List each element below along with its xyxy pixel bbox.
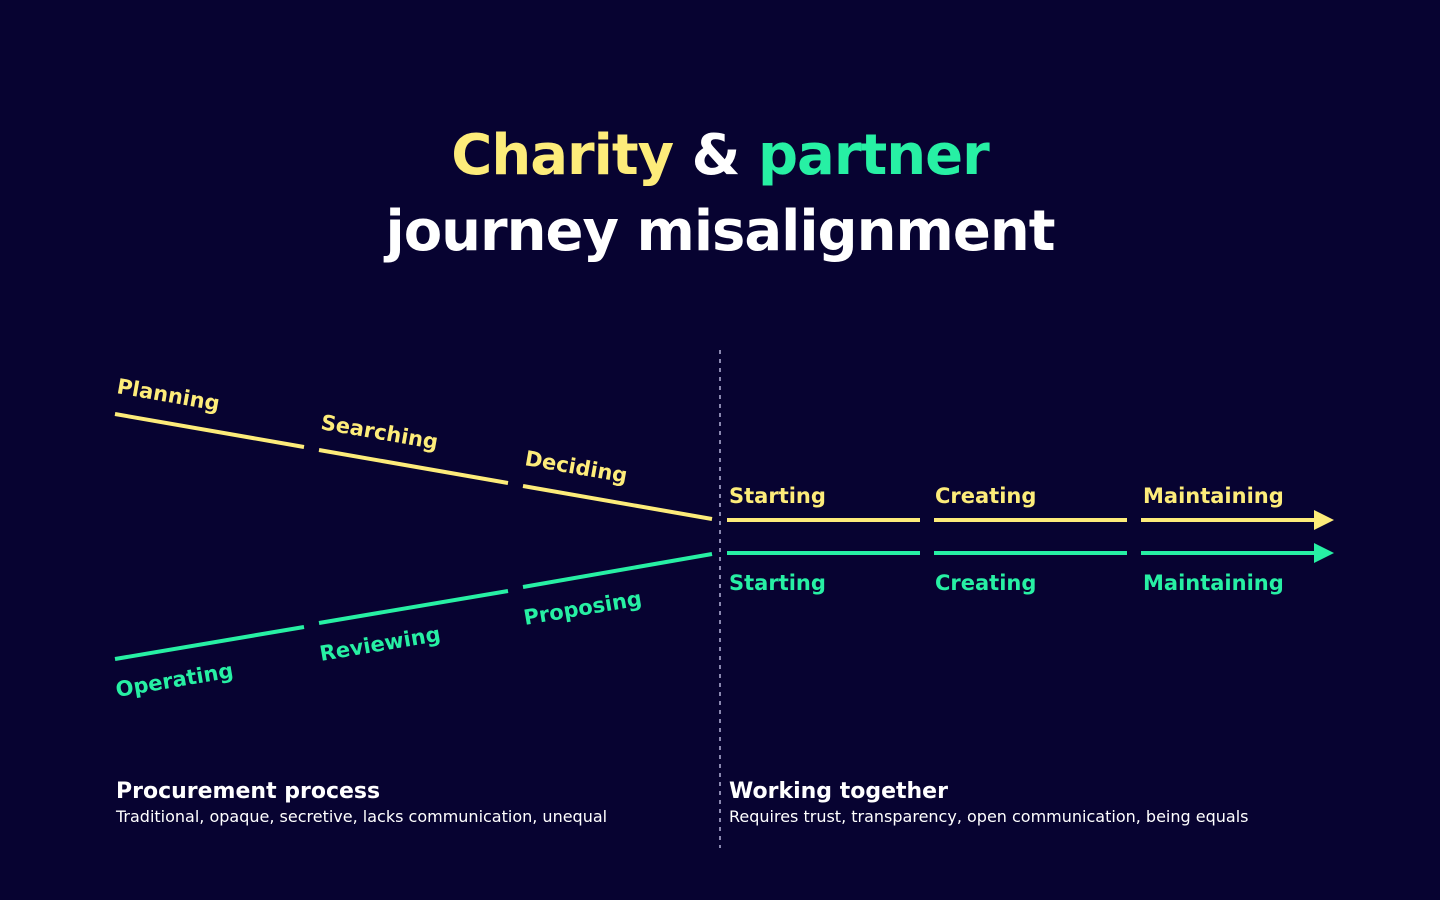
partner-stage-creating: Creating (935, 571, 1036, 595)
title-line-1: Charity & partner (0, 118, 1440, 194)
partner-segment-proposing (522, 552, 713, 589)
title-ampersand: & (691, 123, 741, 188)
charity-stage-maintaining: Maintaining (1143, 484, 1284, 508)
procurement-section: Procurement process Traditional, opaque,… (116, 778, 706, 828)
title-charity-word: Charity (451, 123, 674, 188)
partner-stage-maintaining: Maintaining (1143, 571, 1284, 595)
working-together-section: Working together Requires trust, transpa… (729, 778, 1369, 828)
title-partner-word: partner (757, 123, 990, 188)
page-title: Charity & partner journey misalignment (0, 118, 1440, 270)
working-together-heading: Working together (729, 779, 948, 804)
title-line-2: journey misalignment (385, 199, 1056, 264)
partner-stage-starting: Starting (729, 571, 826, 595)
partner-stage-proposing: Proposing (522, 586, 644, 630)
charity-arrow-head (1314, 510, 1334, 530)
partner-stage-reviewing: Reviewing (318, 622, 442, 666)
charity-stage-planning: Planning (115, 374, 221, 415)
partner-segment-reviewing (318, 589, 509, 625)
charity-stage-creating: Creating (935, 484, 1036, 508)
charity-stage-searching: Searching (319, 410, 440, 454)
procurement-heading: Procurement process (116, 779, 381, 804)
charity-stage-deciding: Deciding (523, 446, 629, 487)
partner-segment-operating (114, 625, 305, 661)
partner-stage-operating: Operating (114, 658, 235, 701)
procurement-description: Traditional, opaque, secretive, lacks co… (116, 807, 608, 826)
working-together-description: Requires trust, transparency, open commu… (729, 807, 1249, 826)
charity-segment-deciding (522, 484, 713, 521)
charity-stage-starting: Starting (729, 484, 826, 508)
partner-arrow-head (1314, 543, 1334, 563)
charity-segment-planning (114, 412, 305, 449)
charity-segment-searching (318, 448, 509, 485)
